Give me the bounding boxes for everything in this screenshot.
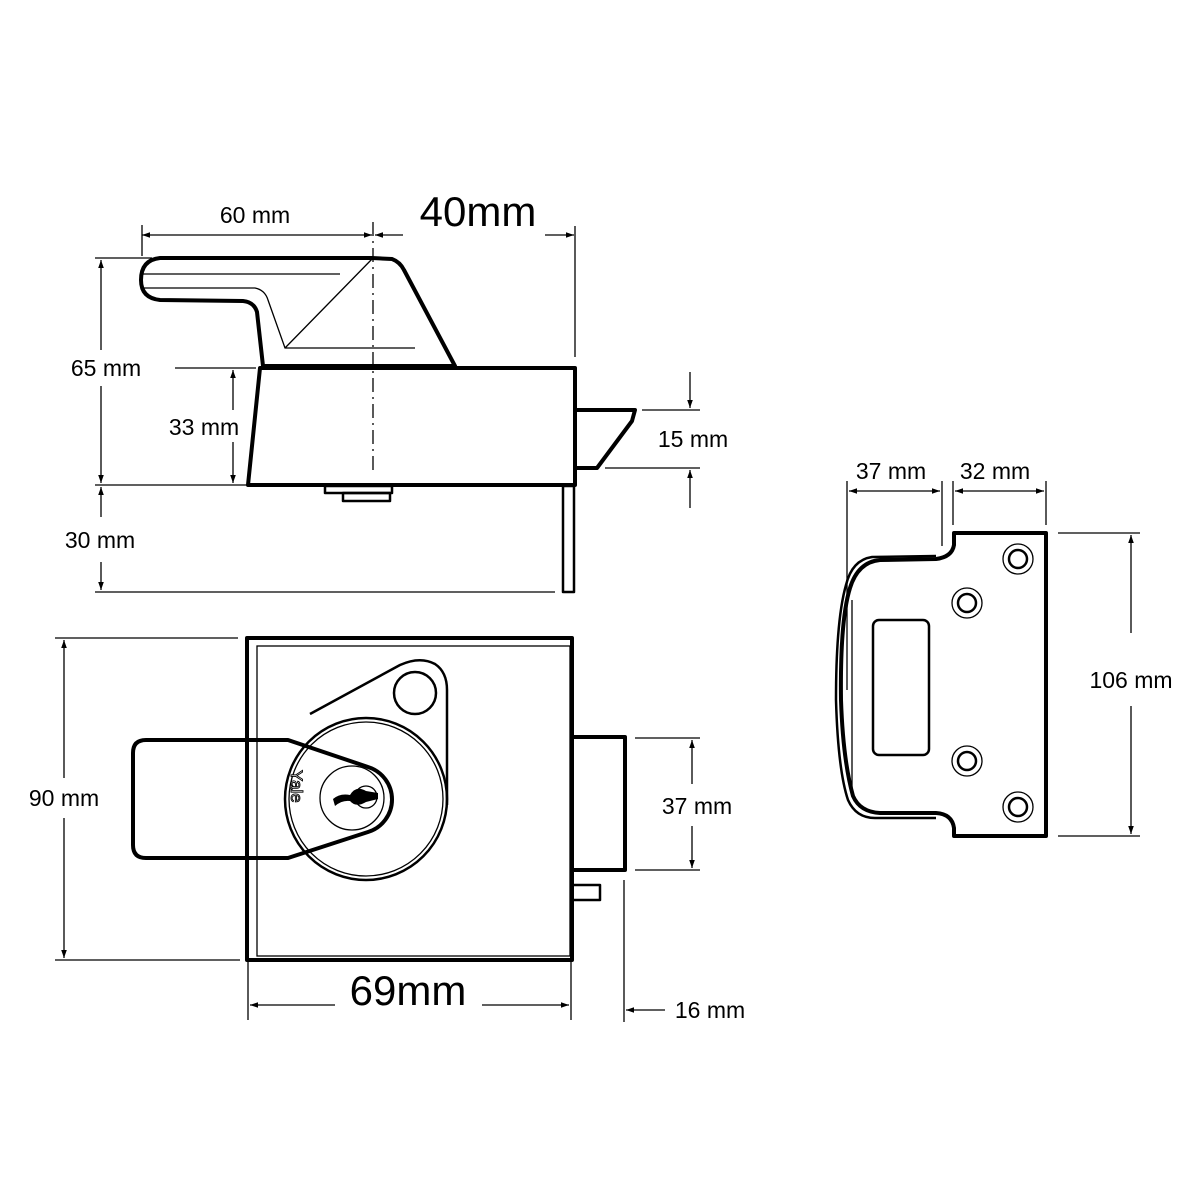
screw-holes: [951, 543, 1034, 823]
escutcheon-rose-outer: [283, 716, 449, 882]
keeper-view: 37 mm 32 mm 106 mm: [834, 458, 1173, 838]
dim-label-front-width: 69mm: [350, 967, 467, 1014]
handle-detail-lines: [143, 257, 415, 349]
screw-hole-icon: [951, 587, 983, 619]
screw-hole-icon: [1002, 543, 1034, 575]
keeper-lip-edge: [834, 554, 937, 820]
dim-label-bolt-height: 37 mm: [662, 793, 732, 819]
dim-label-keeper-lip: 37 mm: [856, 458, 926, 484]
dim-label-latch-height: 15 mm: [658, 426, 728, 452]
screw-hole-icon: [951, 745, 983, 777]
screw-hole-icon: [1002, 791, 1034, 823]
keeper-strike-slot: [871, 618, 931, 757]
dim-label-plate-depth: 30 mm: [65, 527, 135, 553]
key-cylinder: [319, 765, 385, 831]
bolt-front: [570, 735, 627, 872]
escutcheon-ear: [309, 659, 449, 805]
dim-label-keeper-height: 106 mm: [1089, 667, 1172, 693]
dim-label-keeper-plate: 32 mm: [960, 458, 1030, 484]
latch-bolt-side: [575, 408, 637, 470]
escutcheon-rose-inner: [288, 721, 444, 877]
keeper-plate: [838, 531, 1048, 838]
lock-handle-side: [139, 256, 457, 368]
mounting-plate-side: [561, 484, 576, 594]
front-view: Yale 90 mm 37 mm 69mm 16 mm: [29, 636, 745, 1023]
dim-label-front-height: 90 mm: [29, 785, 99, 811]
lock-body-side: [246, 366, 577, 487]
fixing-hole: [392, 670, 438, 716]
dim-label-bolt-projection: 16 mm: [675, 997, 745, 1023]
snib-tab: [570, 883, 602, 902]
side-view: 60 mm 40mm 65 mm 33 mm 30 mm 15 mm: [65, 188, 728, 594]
dim-label-body-height: 33 mm: [169, 414, 239, 440]
dim-label-handle-reach: 60 mm: [220, 202, 290, 228]
dim-label-projection: 40mm: [420, 188, 537, 235]
dim-label-overall-height: 65 mm: [71, 355, 141, 381]
brand-logo: Yale: [287, 770, 306, 803]
lock-handle-front: [131, 738, 395, 860]
cylinder-tab-inner: [341, 491, 392, 503]
